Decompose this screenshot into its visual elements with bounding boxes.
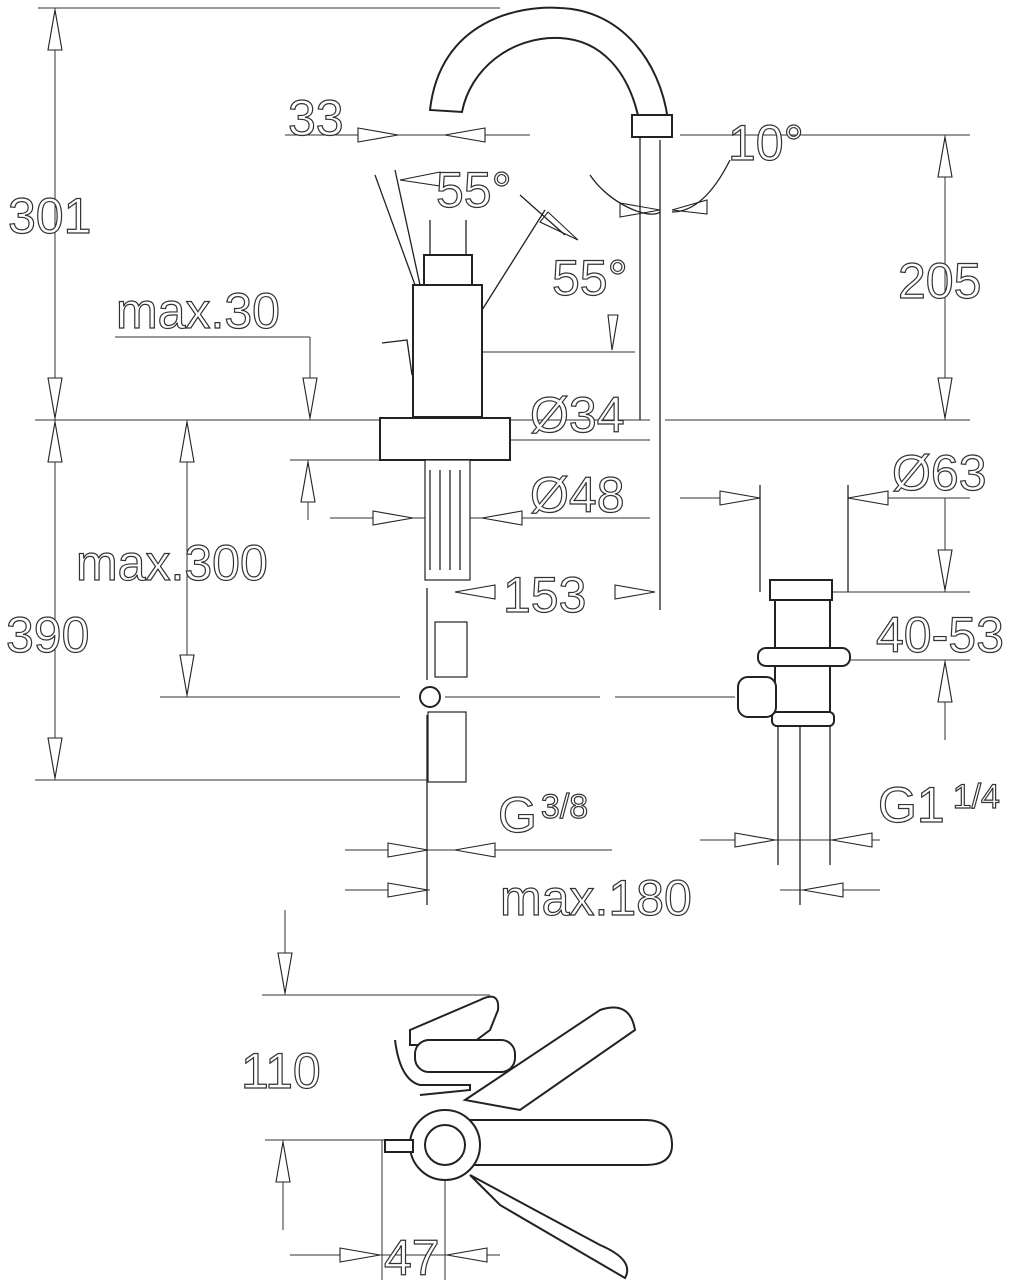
label-55-right: 55°	[552, 250, 628, 306]
label-d63: Ø63	[892, 445, 987, 501]
label-10deg: 10°	[728, 115, 804, 171]
label-d48: Ø48	[530, 467, 625, 523]
label-55-left: 55°	[436, 162, 512, 218]
label-40-53: 40-53	[876, 607, 1004, 663]
dimension-labels: 301 33 55° 55° 10° 205 max.30 Ø34 Ø48 Ø6…	[5, 89, 1004, 1280]
label-d34: Ø34	[530, 387, 625, 443]
dimension-arrows	[47, 9, 953, 1263]
faucet-side-view	[374, 6, 731, 905]
label-max180: max.180	[500, 870, 692, 926]
label-205: 205	[898, 253, 981, 309]
label-max300: max.300	[76, 535, 268, 591]
label-47: 47	[384, 1230, 440, 1280]
label-max30: max.30	[116, 283, 280, 339]
label-33: 33	[288, 90, 344, 146]
label-153: 153	[503, 567, 586, 623]
label-390: 390	[6, 607, 89, 663]
waste-fitting	[737, 485, 851, 905]
label-301: 301	[8, 188, 91, 244]
label-110: 110	[241, 1043, 321, 1099]
reference-lines	[35, 7, 970, 891]
faucet-plan-view	[262, 994, 674, 1280]
